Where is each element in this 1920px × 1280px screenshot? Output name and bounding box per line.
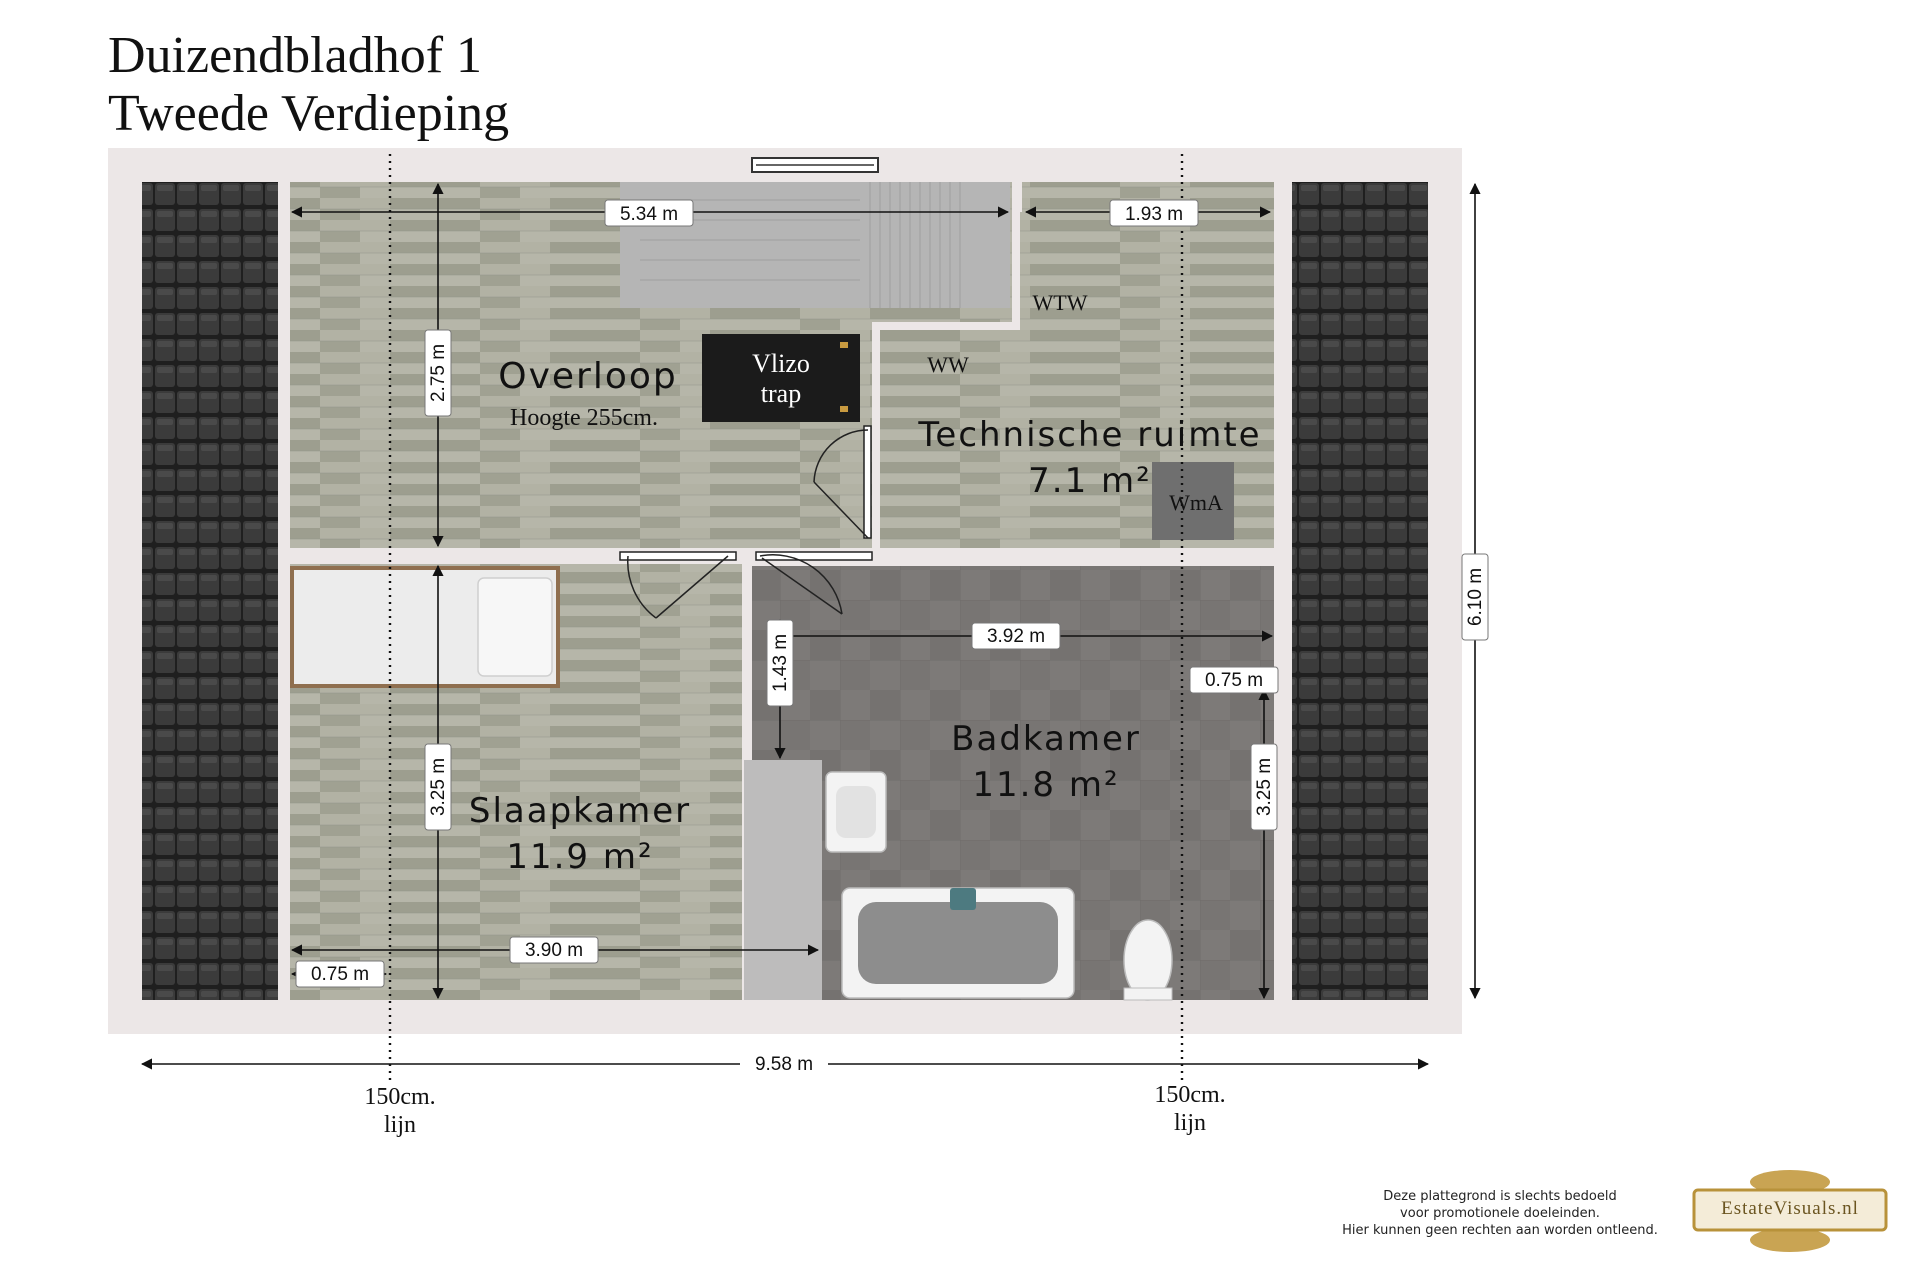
wma-unit bbox=[1152, 462, 1234, 540]
dim-building-width: 9.58 m bbox=[755, 1054, 813, 1075]
room-name-badkamer: Badkamer bbox=[951, 719, 1141, 759]
dim-slaapkamer-offset: 0.75 m bbox=[311, 964, 369, 985]
height-line-right-label-1: 150cm. bbox=[1154, 1082, 1225, 1108]
plan-floor-title: Tweede Verdieping bbox=[108, 85, 510, 142]
pillow bbox=[477, 577, 553, 677]
dim-badkamer-partial: 1.43 m bbox=[770, 634, 791, 692]
door-badkamer bbox=[755, 551, 873, 615]
height-line-right-label-2: lijn bbox=[1174, 1110, 1206, 1136]
dim-slaapkamer-width: 3.90 m bbox=[525, 940, 583, 961]
fixture-ww: WW bbox=[927, 352, 969, 377]
dim-slaapkamer-depth: 3.25 m bbox=[428, 758, 449, 816]
roof-slope-right bbox=[1292, 182, 1428, 1000]
height-line-left-label-2: lijn bbox=[384, 1112, 416, 1138]
room-area-badkamer: 11.8 m² bbox=[972, 765, 1119, 805]
dim-badkamer-offset: 0.75 m bbox=[1205, 670, 1263, 691]
room-area-technische: 7.1 m² bbox=[1028, 461, 1152, 501]
height-line-left-label-1: 150cm. bbox=[364, 1084, 435, 1110]
overloop-height-note: Hoogte 255cm. bbox=[510, 405, 658, 431]
door-slaapkamer bbox=[619, 551, 737, 619]
technische-ruimte-floor bbox=[880, 182, 1274, 548]
dim-badkamer-width: 3.92 m bbox=[987, 626, 1045, 647]
towel bbox=[950, 888, 976, 910]
dim-badkamer-depth: 3.25 m bbox=[1254, 758, 1275, 816]
dim-technische-width: 1.93 m bbox=[1125, 204, 1183, 225]
plan-address-title: Duizendbladhof 1 bbox=[108, 27, 483, 84]
disclaimer: Deze plattegrond is slechts bedoeld voor… bbox=[1342, 1189, 1658, 1238]
room-area-slaapkamer: 11.9 m² bbox=[506, 837, 653, 877]
dim-overloop-width: 5.34 m bbox=[620, 204, 678, 225]
dim-building-depth: 6.10 m bbox=[1465, 568, 1486, 626]
fixture-wma: WmA bbox=[1169, 490, 1223, 515]
vlizotrap-label-1: Vlizo bbox=[752, 349, 810, 378]
room-name-slaapkamer: Slaapkamer bbox=[469, 791, 691, 831]
room-name-overloop: Overloop bbox=[498, 356, 678, 397]
estatevisuals-logo: EstateVisuals.nl bbox=[1690, 1168, 1890, 1252]
room-name-technische: Technische ruimte bbox=[917, 415, 1261, 455]
vlizotrap-box bbox=[702, 334, 860, 422]
fixture-wtw: WTW bbox=[1033, 290, 1088, 315]
wardrobe bbox=[744, 760, 822, 1000]
vlizotrap-label-2: trap bbox=[761, 379, 801, 408]
dim-overloop-depth: 2.75 m bbox=[428, 344, 449, 402]
roof-slope-left bbox=[142, 182, 278, 1000]
door-technische bbox=[813, 425, 872, 539]
